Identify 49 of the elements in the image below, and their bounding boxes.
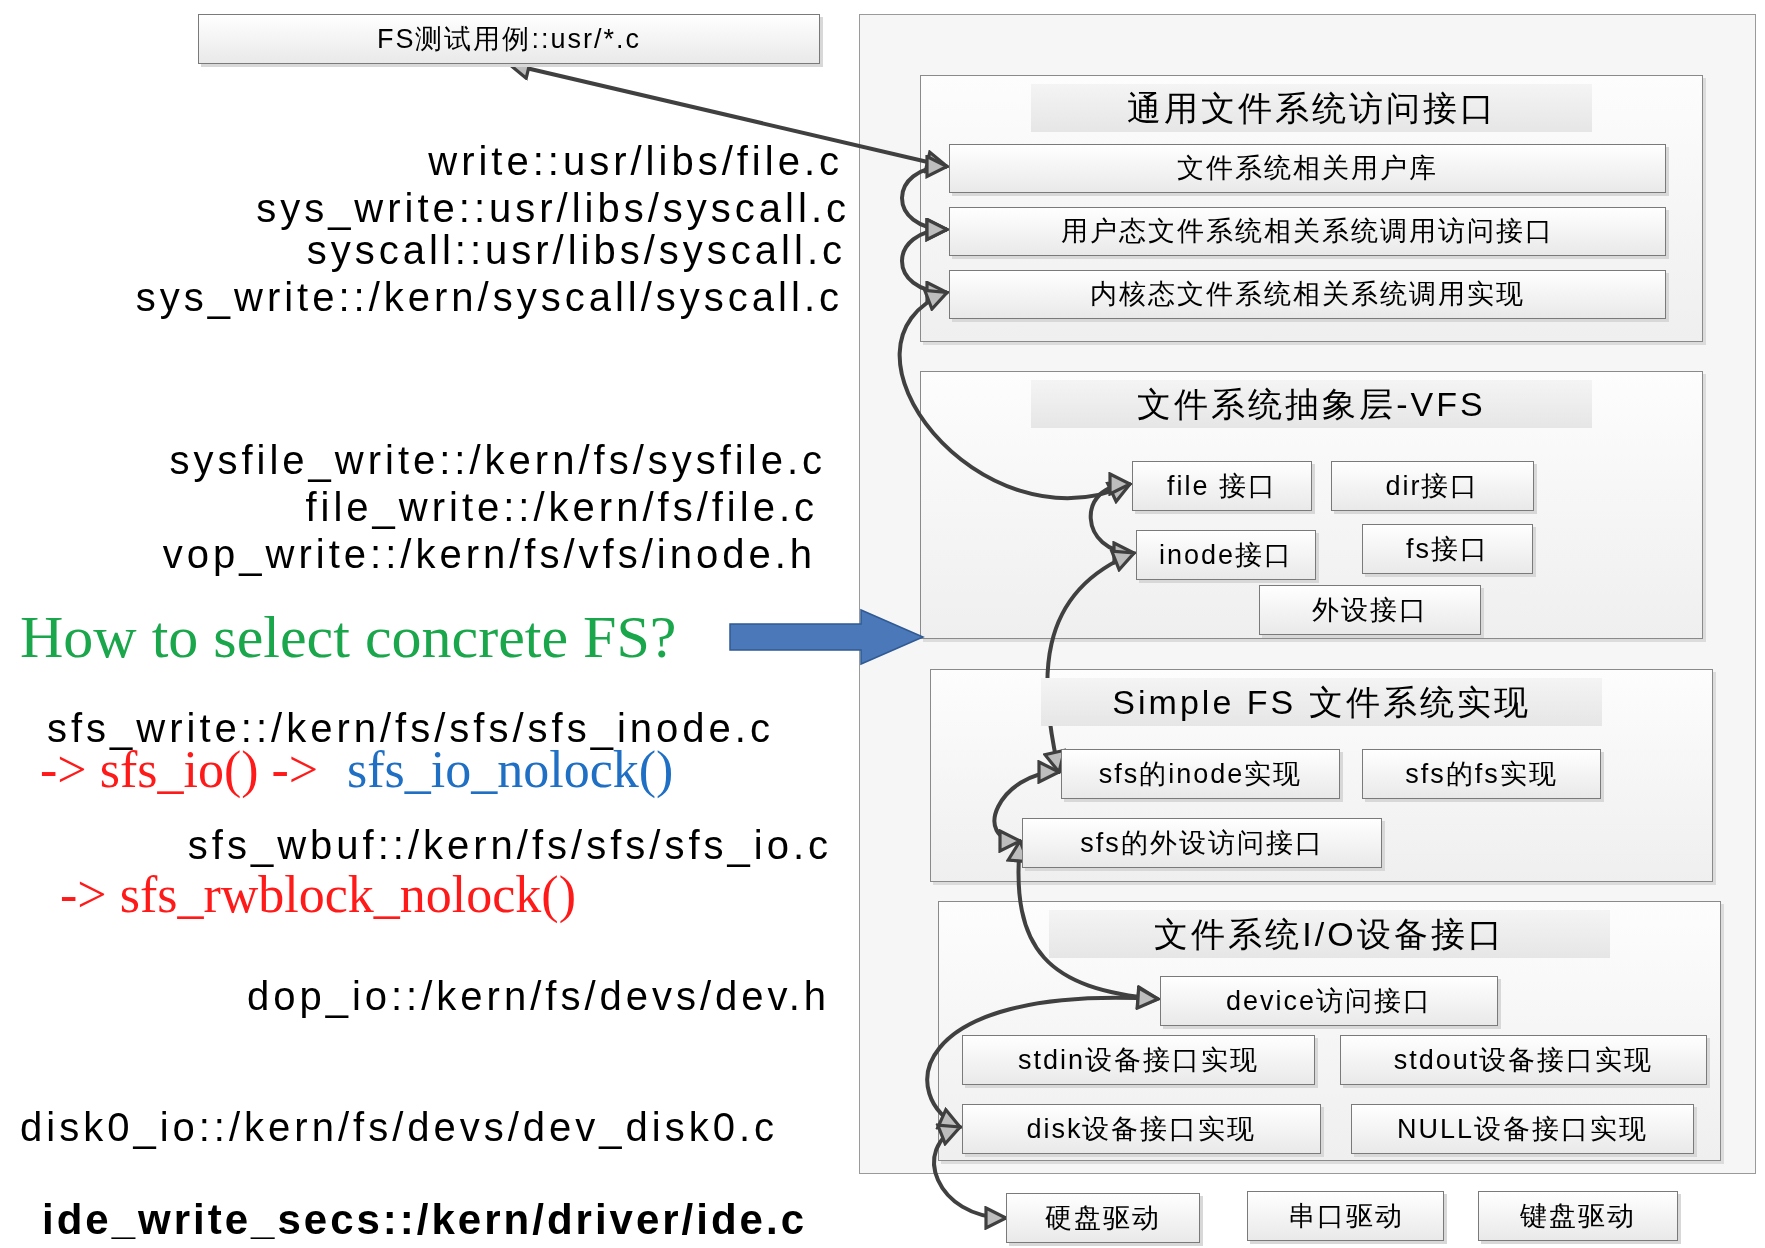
- question-text: How to select concrete FS?: [20, 600, 720, 674]
- component-box: FS测试用例::usr/*.c: [198, 14, 820, 64]
- layer-title: Simple FS 文件系统实现: [1041, 678, 1602, 726]
- component-box: fs接口: [1362, 524, 1533, 574]
- layer-panel: [938, 901, 1721, 1161]
- layer-title: 文件系统抽象层-VFS: [1031, 380, 1592, 428]
- connector-arrow: [900, 219, 949, 303]
- component-box: disk设备接口实现: [962, 1104, 1321, 1154]
- connector-arrow: [925, 987, 1160, 1129]
- component-box: file 接口: [1132, 461, 1312, 511]
- file-path-text: sys_write::/kern/syscall/syscall.c: [135, 274, 843, 321]
- file-path-text: disk0_io::/kern/fs/devs/dev_disk0.c: [20, 1104, 779, 1151]
- component-box: sfs的外设访问接口: [1022, 818, 1382, 868]
- connector-arrow: [1043, 551, 1136, 774]
- connector-arrow: [932, 1125, 1008, 1228]
- file-path-text: sfs_wbuf::/kern/fs/sfs/sfs_io.c: [187, 822, 832, 869]
- component-box: 文件系统相关用户库: [949, 144, 1666, 193]
- file-path-text: sys_write::usr/libs/syscall.c: [256, 185, 850, 232]
- component-box: 外设接口: [1259, 585, 1481, 635]
- component-box: device访问接口: [1160, 976, 1498, 1026]
- layer-panel: [930, 669, 1713, 882]
- component-box: 硬盘驱动: [1006, 1193, 1200, 1243]
- component-box: stdout设备接口实现: [1340, 1035, 1707, 1085]
- component-box: sfs的fs实现: [1362, 749, 1601, 799]
- component-box: inode接口: [1136, 530, 1316, 580]
- component-box: 内核态文件系统相关系统调用实现: [949, 270, 1666, 319]
- component-box: 键盘驱动: [1478, 1191, 1678, 1241]
- block-arrow: [729, 608, 925, 666]
- file-path-text: vop_write::/kern/fs/vfs/inode.h: [162, 531, 816, 578]
- file-path-text: ide_write_secs::/kern/driver/ide.c: [42, 1196, 807, 1244]
- component-box: stdin设备接口实现: [962, 1035, 1315, 1085]
- component-box: 串口驱动: [1247, 1191, 1444, 1241]
- layer-title: 通用文件系统访问接口: [1031, 84, 1592, 132]
- connector-arrow: [897, 290, 1132, 502]
- connector-arrow: [1088, 474, 1136, 563]
- layer-panel: [920, 75, 1703, 342]
- file-path-text: write::usr/libs/file.c: [428, 138, 843, 185]
- connector-arrow: [992, 762, 1061, 851]
- component-box: dir接口: [1331, 461, 1534, 511]
- component-box: 用户态文件系统相关系统调用访问接口: [949, 207, 1666, 256]
- file-path-text: file_write::/kern/fs/file.c: [305, 484, 818, 531]
- outer-panel: [859, 14, 1756, 1174]
- layer-title: 文件系统I/O设备接口: [1049, 910, 1610, 958]
- file-path-text: sysfile_write::/kern/fs/sysfile.c: [169, 437, 826, 484]
- file-path-text: sfs_write::/kern/fs/sfs/sfs_inode.c: [47, 705, 774, 750]
- component-box: NULL设备接口实现: [1351, 1104, 1694, 1154]
- component-box: sfs的inode实现: [1061, 749, 1340, 799]
- file-path-text: dop_io::/kern/fs/devs/dev.h: [246, 973, 830, 1020]
- layer-panel: [920, 371, 1703, 639]
